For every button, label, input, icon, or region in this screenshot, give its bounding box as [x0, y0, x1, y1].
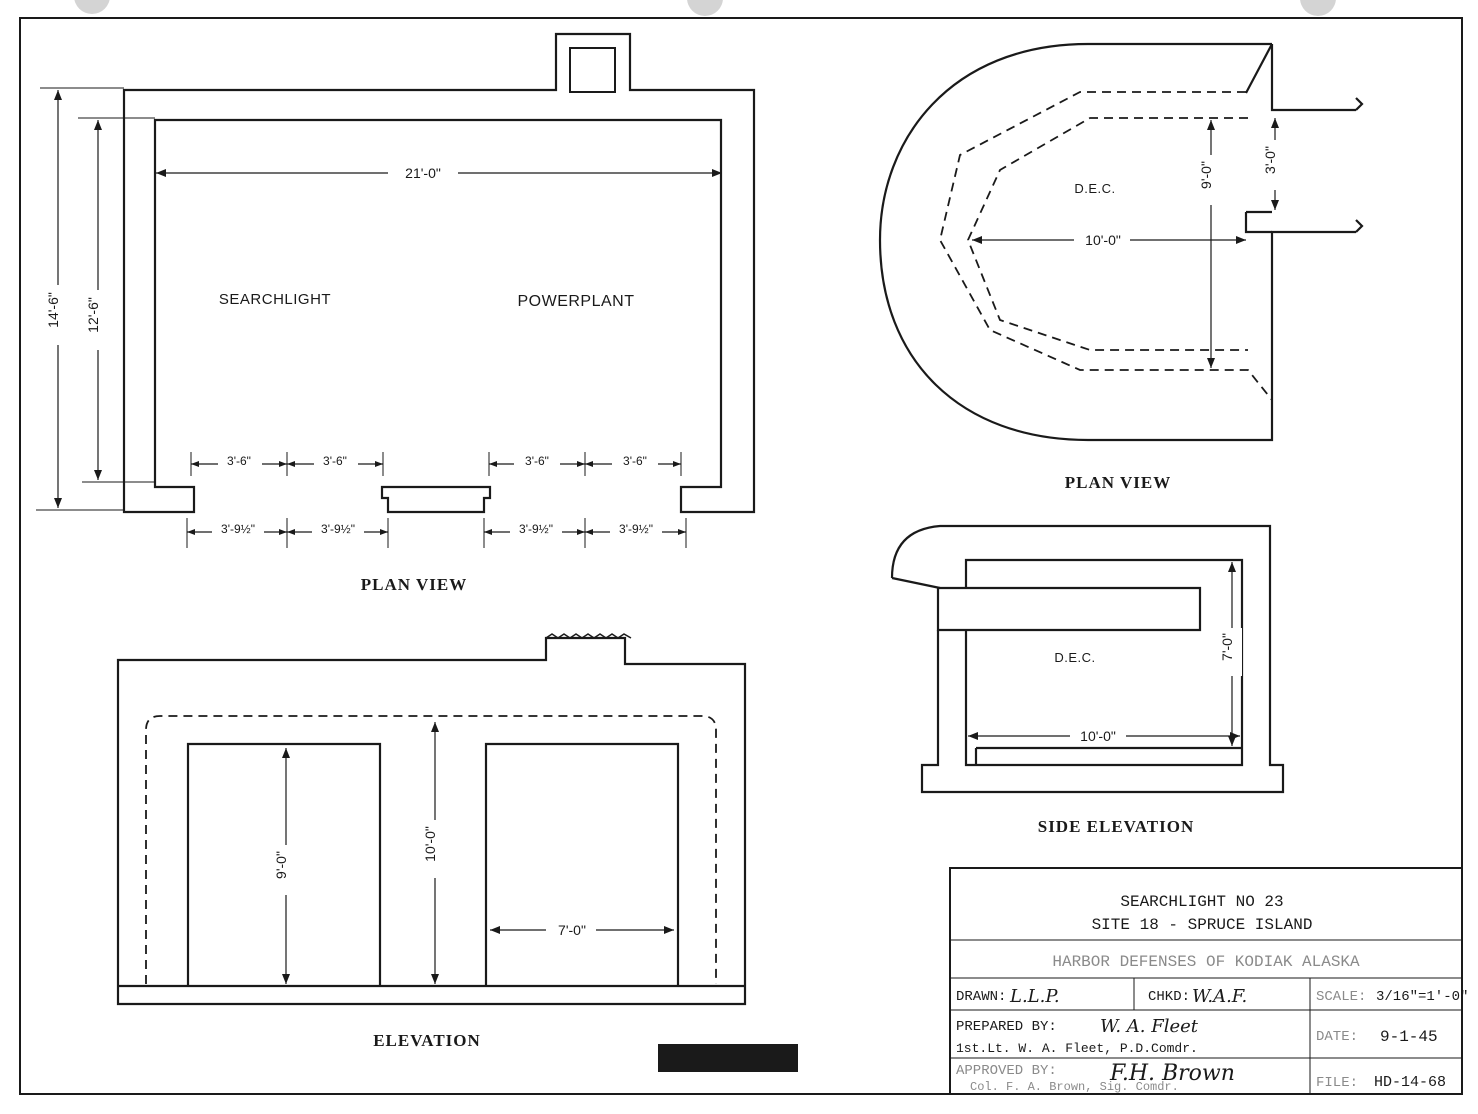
scale-value: 3/16"=1'-0" [1376, 989, 1468, 1005]
dim-side-width: 10'-0" [1080, 728, 1116, 744]
dim-dec-depth: 9'-0" [1198, 161, 1214, 189]
binder-hole [1300, 0, 1336, 16]
outer-wall [122, 32, 756, 514]
drawn-value: L.L.P. [1009, 986, 1060, 1007]
dec-wall-break [1355, 97, 1364, 233]
dec-room-label: D.E.C. [1074, 181, 1115, 196]
title-line-1: SEARCHLIGHT NO 23 [1120, 893, 1283, 911]
dec-dashed-outer [939, 91, 1273, 401]
side-elevation-outline [936, 586, 1202, 632]
elevation-dashed [145, 715, 717, 984]
side-dec-label: D.E.C. [1054, 650, 1095, 665]
dim-door-inner-2: 3'-6" [323, 454, 347, 468]
plan-view-left: 21'-0" 14'-6" 12'-6" SEARCHLIGHT POWERPL… [36, 32, 756, 594]
dim-door-inner-4: 3'-6" [623, 454, 647, 468]
door-right [484, 742, 680, 986]
dim-side-height: 7'-0" [1219, 633, 1235, 661]
dec-outer-wall [878, 42, 1356, 442]
redaction-stamp [658, 1044, 798, 1072]
binder-hole [687, 0, 723, 16]
drawn-label: DRAWN: [956, 989, 1006, 1005]
sheet-border [19, 17, 1463, 1095]
caption-plan-view-right: PLAN VIEW [1065, 473, 1171, 492]
door-left [186, 742, 382, 986]
prepared-name: 1st.Lt. W. A. Fleet, P.D.Comdr. [956, 1041, 1198, 1056]
caption-plan-view-left: PLAN VIEW [361, 575, 467, 594]
dim-door-height: 9'-0" [273, 851, 289, 879]
chkd-value: W.A.F. [1192, 986, 1247, 1007]
dim-door-outer-3: 3'-9½" [519, 522, 553, 536]
dim-door-outer-4: 3'-9½" [619, 522, 653, 536]
approved-signature: F.H. Brown [1109, 1061, 1235, 1086]
side-elevation: D.E.C. 7'-0" 10'-0" SIDE ELEVATION [890, 524, 1285, 836]
dim-dec-width: 10'-0" [1085, 232, 1121, 248]
vent-top [545, 633, 632, 639]
scale-label: SCALE: [1316, 989, 1366, 1005]
date-label: DATE: [1316, 1029, 1358, 1045]
dim-overall-height: 10'-0" [422, 826, 438, 862]
date-value: 9-1-45 [1380, 1028, 1438, 1046]
dim-dec-opening: 3'-0" [1262, 146, 1278, 174]
binder-hole [74, 0, 110, 14]
prepared-signature: W. A. Fleet [1100, 1016, 1199, 1037]
dim-inner-depth: 12'-6" [85, 297, 101, 333]
approved-name: Col. F. A. Brown, Sig. Comdr. [970, 1080, 1179, 1094]
room-label-powerplant: POWERPLANT [517, 293, 634, 310]
file-value: HD-14-68 [1374, 1074, 1446, 1091]
title-block: SEARCHLIGHT NO 23 SITE 18 - SPRUCE ISLAN… [949, 867, 1468, 1095]
title-line-2: SITE 18 - SPRUCE ISLAND [1092, 916, 1313, 934]
elevation: 9'-0" 10'-0" 7'-0" ELEVATION [116, 633, 747, 1050]
caption-elevation: ELEVATION [373, 1031, 481, 1050]
prepared-label: PREPARED BY: [956, 1019, 1057, 1035]
dim-door-outer-1: 3'-9½" [221, 522, 255, 536]
plan-view-right: D.E.C. 9'-0" 10'-0" 3'-0" PLAN VIEW [878, 42, 1364, 492]
vent-shaft [569, 47, 616, 93]
approved-label: APPROVED BY: [956, 1063, 1057, 1079]
dim-door-inner-1: 3'-6" [227, 454, 251, 468]
room-label-searchlight: SEARCHLIGHT [219, 291, 331, 308]
file-label: FILE: [1316, 1075, 1358, 1091]
dim-overall-width: 21'-0" [405, 165, 441, 181]
dim-door-outer-2: 3'-9½" [321, 522, 355, 536]
dim-door-inner-3: 3'-6" [525, 454, 549, 468]
dec-inner-wall [1244, 43, 1273, 234]
dim-outer-depth: 14'-6" [45, 292, 61, 328]
dim-door-width: 7'-0" [558, 922, 586, 938]
elevation-outline [116, 636, 747, 1006]
dec-dashed-inner [967, 117, 1248, 351]
chkd-label: CHKD: [1148, 989, 1190, 1005]
center-pier [380, 485, 492, 514]
title-subtitle: HARBOR DEFENSES OF KODIAK ALASKA [1052, 953, 1360, 971]
caption-side-elevation: SIDE ELEVATION [1038, 817, 1195, 836]
